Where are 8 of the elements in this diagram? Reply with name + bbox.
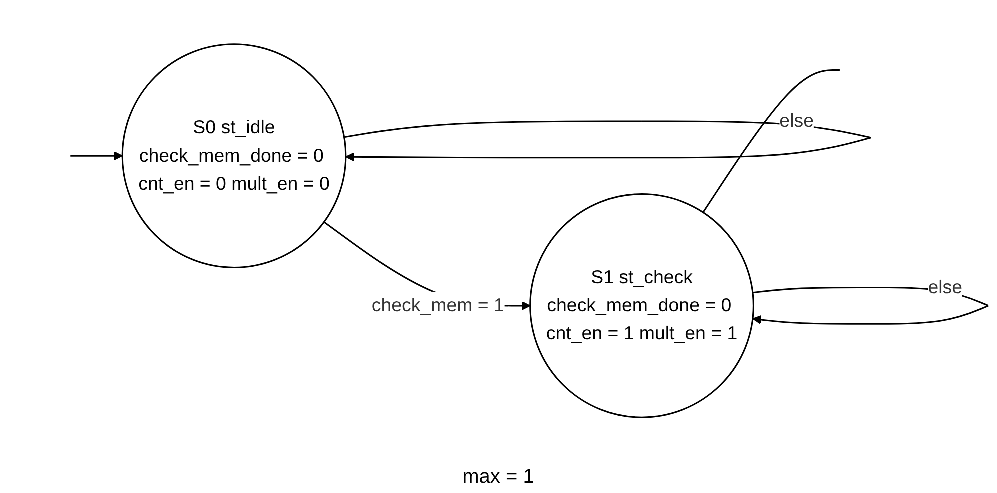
edge-label: check_mem = 1 [372,295,504,316]
arrow [70,152,123,161]
edge-label: else [928,276,963,298]
edge-label: else [780,110,814,132]
condition-label: max = 1 [462,466,534,489]
node-circle: S0 st_idle check_mem_done = 0 cnt_en = 0 mult_en = 0 [122,44,347,269]
connector [702,70,840,214]
node-circle: S1 st_check check_mem_done = 0 cnt_en = 1 mult_en = 1 [530,193,754,418]
